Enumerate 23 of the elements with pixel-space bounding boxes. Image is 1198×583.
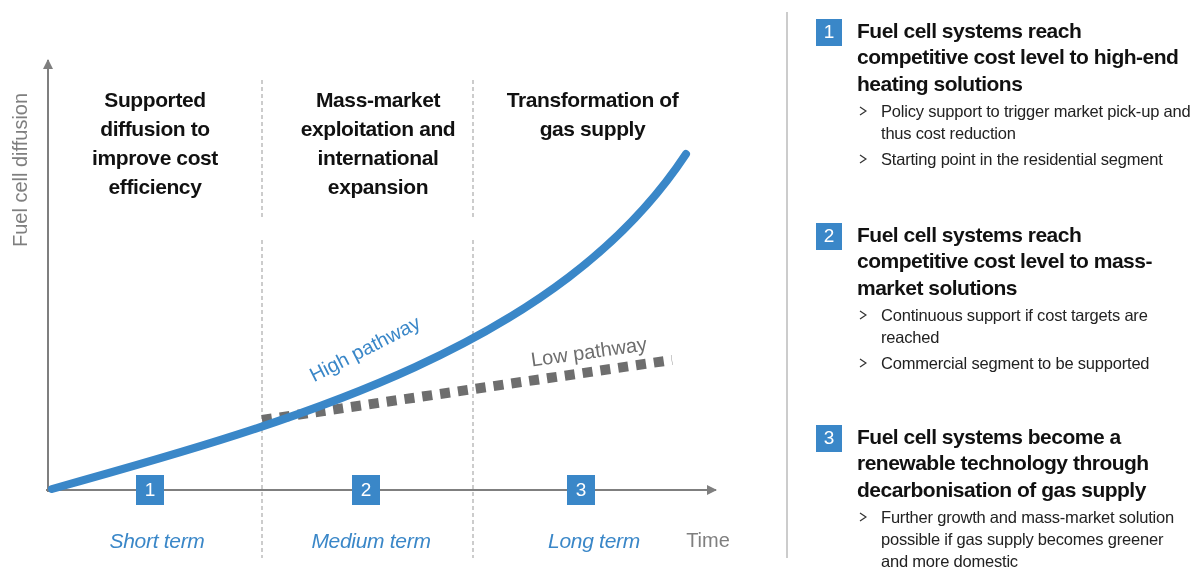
number-badge: 1: [136, 475, 164, 505]
section-heading: Fuel cell systems become a renewable technology through decarbonisation of gas supply: [857, 424, 1150, 503]
bullet-text: Further growth and mass-market solution possible if gas supply becomes greener and more domestic: [881, 506, 1175, 573]
number-badge: 3: [816, 424, 842, 452]
axis-label: Fuel cell diffusion: [8, 92, 32, 248]
number-badge: 1: [816, 18, 842, 46]
section-heading: Fuel cell systems reach competitive cost level to high-end heating solutions: [857, 18, 1180, 97]
axis-label: Time: [686, 528, 730, 552]
number-badge: 3: [567, 475, 595, 505]
term-label: Short term: [109, 529, 205, 553]
phase-heading: Transformation of gas supply: [505, 87, 680, 142]
number-badge: 2: [352, 475, 380, 505]
section-heading: Fuel cell systems reach competitive cost level to mass-market solutions: [857, 222, 1153, 301]
phase-heading: Supported diffusion to improve cost efficiency: [91, 87, 219, 200]
bullet-text: Starting point in the residential segment: [881, 149, 1164, 171]
number-badge: 2: [816, 222, 842, 250]
bullet-text: Policy support to trigger market pick-up and thus cost reduction: [881, 100, 1192, 144]
bullet-text: Commercial segment to be supported: [881, 353, 1151, 375]
curve-label: Low pathway: [529, 332, 649, 372]
phase-heading: Mass-market exploitation and international expansion: [299, 87, 457, 200]
term-label: Medium term: [311, 529, 431, 553]
term-label: Long term: [548, 529, 640, 553]
bullet-text: Continuous support if cost targets are reached: [881, 304, 1149, 348]
